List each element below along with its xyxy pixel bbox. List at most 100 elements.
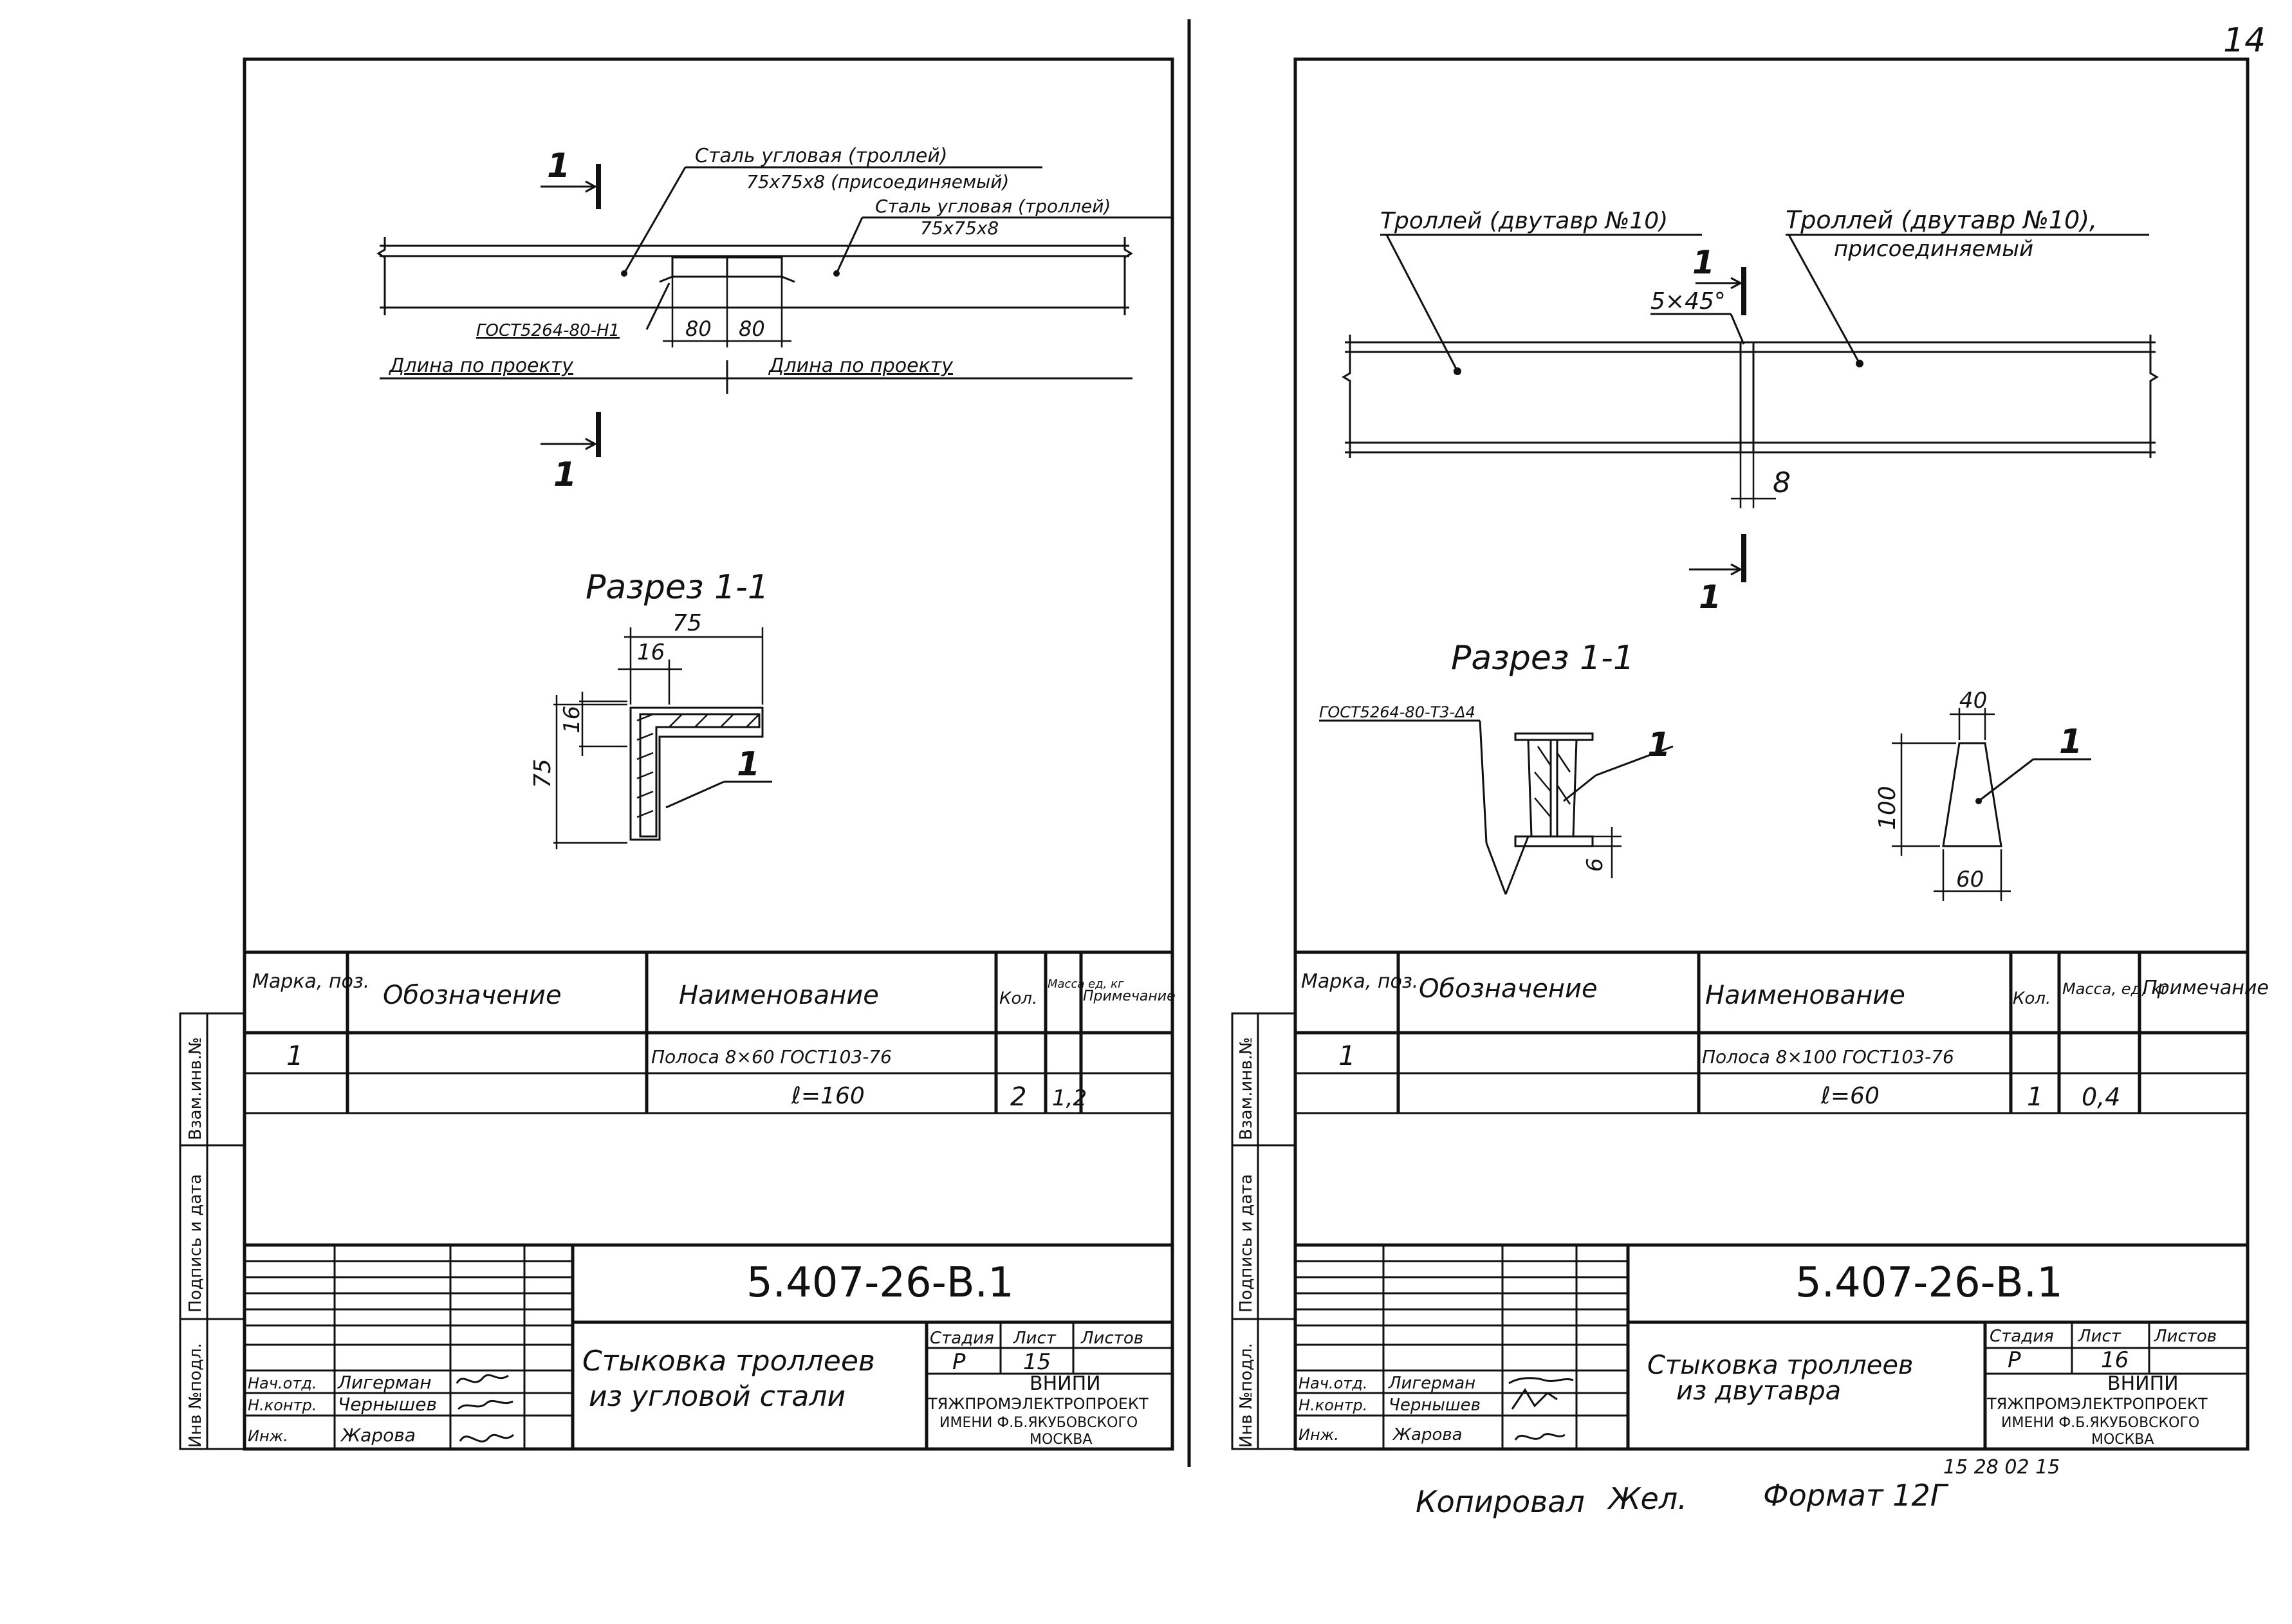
- left-sheet: 15: [1023, 1349, 1051, 1375]
- footer: 15 28 02 15 Копировал Жел. Формат 12Г: [1416, 1456, 2060, 1519]
- right-title-line2: из двутавра: [1676, 1376, 1841, 1406]
- right-plate-height: 100: [1874, 786, 1901, 830]
- left-section-mark-bottom: 1: [553, 456, 577, 494]
- left-section-title: Разрез 1-1: [586, 568, 769, 607]
- sheet-left: Инв №подл. Подпись и дата Взам.инв.№ 80 …: [179, 57, 1176, 1451]
- right-spec-h-qty: Кол.: [2013, 989, 2051, 1008]
- right-section-mark-top: 1: [1692, 244, 1715, 281]
- left-spec-h-name: Наименование: [679, 981, 879, 1010]
- left-section-view: Разрез 1-1 75 16 16 75 1: [530, 568, 772, 849]
- right-label-joined-2: присоединяемый: [1834, 236, 2033, 262]
- footer-format: Формат 12Г: [1763, 1478, 1949, 1513]
- right-staff-role-2: Н.контр.: [1298, 1396, 1367, 1414]
- right-sheets-label: Листов: [2154, 1327, 2217, 1346]
- left-title-line1: Стыковка троллеев: [582, 1345, 875, 1378]
- right-plate-position: 1: [2059, 723, 2082, 761]
- left-staff-name-2: Чернышев: [338, 1394, 437, 1415]
- left-label-joined: Сталь угловая (троллей): [695, 145, 947, 167]
- left-staff-name-3: Жарова: [340, 1425, 416, 1446]
- right-label-joined: Троллей (двутавр №10),: [1786, 206, 2097, 234]
- side-stamp-replace: Взам.инв.№: [186, 1037, 205, 1140]
- right-spec-h-mark: Марка, поз.: [1301, 970, 1418, 993]
- right-spec-r2-mass: 0,4: [2082, 1083, 2120, 1111]
- left-spec-h-mark: Марка, поз.: [252, 970, 369, 993]
- right-section-weld: ГОСТ5264-80-Т3-Δ4: [1319, 703, 1475, 721]
- right-dim-8: 8: [1773, 466, 1791, 499]
- right-chamfer: 5×45°: [1650, 288, 1726, 315]
- left-section-mark-top: 1: [547, 147, 570, 185]
- right-signature-2: [1511, 1388, 1558, 1410]
- right-section-view: Разрез 1-1 ГОСТ5264-80-Т3-Δ4 1 6 40: [1319, 639, 2091, 901]
- right-plate-bottom: 60: [1956, 867, 1984, 892]
- left-signature-2: [457, 1399, 513, 1410]
- left-label-main: Сталь угловая (троллей): [875, 196, 1111, 217]
- left-spec-h-note: Примечание: [1083, 988, 1176, 1004]
- left-staff-role-3: Инж.: [248, 1427, 288, 1445]
- left-dim-80a: 80: [685, 317, 712, 341]
- left-stage-label: Стадия: [930, 1329, 994, 1348]
- right-side-stamp-inv: Инв №подл.: [1237, 1343, 1256, 1448]
- left-staff-name-1: Лигерман: [337, 1372, 432, 1393]
- left-section-dim-16-top: 16: [637, 640, 665, 665]
- left-staff-role-2: Н.контр.: [248, 1396, 317, 1414]
- left-plan-view: 80 80 ГОСТ5264-80-Н1 Длина по проекту Дл…: [376, 145, 1171, 494]
- right-side-stamp-sign: Подпись и дата: [1237, 1174, 1256, 1313]
- right-sheet-label: Лист: [2078, 1327, 2121, 1346]
- right-section-mark-bottom: 1: [1699, 578, 1721, 616]
- page-number: 14: [2223, 21, 2266, 60]
- sheet-left-frame: [243, 57, 1174, 1451]
- right-org-1: ВНИПИ: [2107, 1372, 2179, 1395]
- left-spec-table: Марка, поз. Обозначение Наименование Кол…: [245, 950, 1176, 1114]
- left-title-code: 5.407-26-В.1: [746, 1259, 1014, 1307]
- right-spec-r2-qty: 1: [2027, 1082, 2043, 1112]
- left-section-position: 1: [737, 745, 760, 784]
- right-spec-r1-mark: 1: [1338, 1040, 1356, 1071]
- right-title-code: 5.407-26-В.1: [1795, 1259, 2063, 1307]
- right-side-stamp-replace: Взам.инв.№: [1237, 1037, 1256, 1140]
- footer-date: 15 28 02 15: [1943, 1456, 2060, 1479]
- left-sheet-label: Лист: [1013, 1329, 1057, 1348]
- right-stage: Р: [2008, 1347, 2021, 1373]
- sheet-right: Инв №подл. Подпись и дата Взам.инв.№ 8 Т…: [1231, 57, 2269, 1451]
- left-spec-h-qty: Кол.: [999, 989, 1037, 1008]
- left-staff-role-1: Нач.отд.: [248, 1374, 317, 1392]
- footer-copied-by: Копировал: [1416, 1484, 1585, 1519]
- right-spec-h-name: Наименование: [1705, 981, 1905, 1010]
- left-label-joined-size: 75х75х8 (присоединяемый): [746, 171, 1009, 192]
- right-org-2: ТЯЖПРОМЭЛЕКТРОПРОЕКТ: [1986, 1395, 2208, 1413]
- right-spec-r2-name: ℓ=60: [1820, 1083, 1880, 1109]
- left-section-dim-75-side: 75: [530, 759, 556, 788]
- left-section-dim-75-top: 75: [672, 610, 702, 636]
- left-spec-r1-name: Полоса 8×60 ГОСТ103-76: [651, 1046, 892, 1067]
- left-stage: Р: [952, 1349, 966, 1375]
- left-org-1: ВНИПИ: [1030, 1372, 1101, 1395]
- left-length-right: Длина по проекту: [768, 355, 954, 377]
- right-section-position: 1: [1647, 726, 1670, 764]
- left-spec-h-designation: Обозначение: [383, 981, 562, 1010]
- left-spec-r2-qty: 2: [1010, 1082, 1026, 1112]
- right-staff-role-1: Нач.отд.: [1298, 1374, 1367, 1392]
- right-plate-top: 40: [1959, 688, 1987, 714]
- left-spec-r2-name: ℓ=160: [791, 1083, 865, 1109]
- left-title-block: 5.407-26-В.1 Стыковка троллеев из углово…: [245, 1243, 1172, 1449]
- right-spec-h-note: Примечание: [2143, 977, 2269, 999]
- right-spec-h-mass: Масса, ед, кг: [2062, 980, 2169, 998]
- left-length-left: Длина по проекту: [388, 355, 574, 377]
- right-org-4: МОСКВА: [2091, 1432, 2154, 1448]
- right-section-dim-6: 6: [1582, 858, 1608, 872]
- side-stamp-sign: Подпись и дата: [186, 1174, 205, 1313]
- right-stage-label: Стадия: [1990, 1327, 2054, 1346]
- left-section-dim-16-side: 16: [559, 706, 585, 734]
- right-staff-name-3: Жарова: [1392, 1425, 1463, 1444]
- right-staff-name-2: Чернышев: [1389, 1396, 1481, 1415]
- left-label-main-size: 75х75х8: [920, 217, 999, 239]
- right-spec-r1-name: Полоса 8×100 ГОСТ103-76: [1702, 1046, 1954, 1067]
- right-spec-table: Марка, поз. Обозначение Наименование Кол…: [1295, 950, 2269, 1114]
- right-signature-1: [1508, 1377, 1574, 1385]
- right-staff-name-1: Лигерман: [1388, 1374, 1475, 1393]
- left-org-3: ИМЕНИ Ф.Б.ЯКУБОВСКОГО: [939, 1415, 1138, 1431]
- left-spec-r2-mass: 1,2: [1052, 1085, 1087, 1111]
- right-plan-view: 8 Троллей (двутавр №10) Троллей (двутавр…: [1342, 206, 2159, 616]
- right-section-title: Разрез 1-1: [1451, 639, 1634, 678]
- left-dim-80b: 80: [739, 317, 765, 341]
